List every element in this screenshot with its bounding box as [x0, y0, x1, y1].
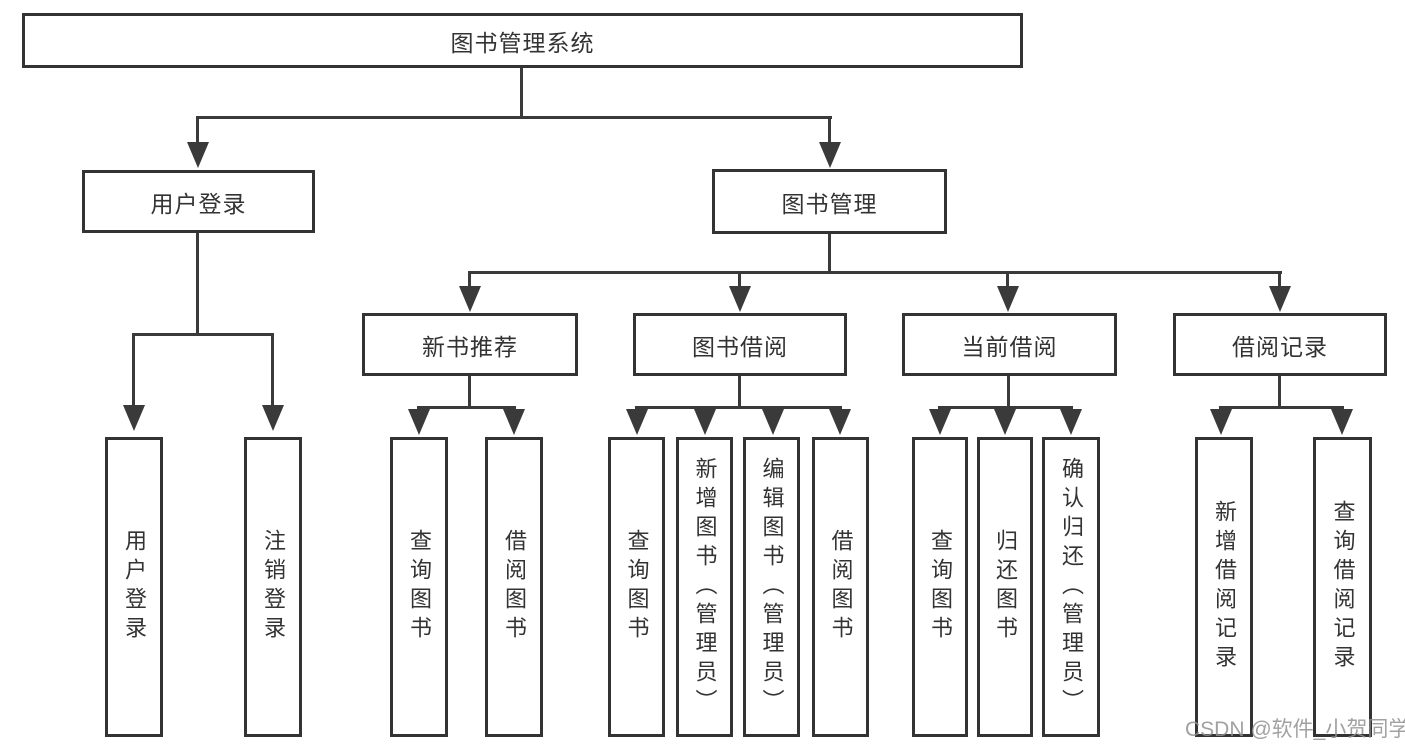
node-new-book-recommend: 新书推荐 — [362, 313, 578, 376]
arrowhead-g2-query — [408, 409, 430, 435]
arrowhead-g3-add — [694, 409, 716, 435]
leaf-query-borrow-record-label: 查询借阅记录 — [1330, 500, 1356, 674]
connector-user-login-drop — [196, 116, 199, 146]
leaf-borrow-books-recommend: 借阅图书 — [485, 437, 543, 737]
leaf-query-books-recommend: 查询图书 — [390, 437, 448, 737]
leaf-borrow-books-recommend-label: 借阅图书 — [502, 529, 527, 645]
arrowhead-book-borrow — [729, 286, 751, 312]
node-current-borrow-label: 当前借阅 — [961, 333, 1058, 360]
leaf-confirm-return-admin: 确认归还（管理员） — [1042, 437, 1100, 737]
node-current-borrow: 当前借阅 — [902, 313, 1117, 376]
arrowhead-borrow-records — [1269, 286, 1291, 312]
leaf-add-borrow-record: 新增借阅记录 — [1195, 437, 1253, 737]
arrowhead-g4-return — [994, 409, 1016, 435]
node-book-borrow: 图书借阅 — [633, 313, 847, 376]
node-root: 图书管理系统 — [22, 13, 1023, 68]
node-book-management: 图书管理 — [712, 169, 947, 234]
connector-borrow-records-stub — [1278, 376, 1281, 408]
leaf-query-books-borrow: 查询图书 — [608, 437, 665, 737]
node-book-borrow-label: 图书借阅 — [692, 333, 788, 360]
connector-book-mgmt-drop — [828, 116, 831, 146]
connector-user-login-hline — [133, 333, 274, 336]
leaf-query-books-current: 查询图书 — [912, 437, 968, 737]
connector-new-book-stub — [468, 376, 471, 408]
connector-book-mgmt-stub — [828, 234, 831, 273]
leaf-query-books-recommend-label: 查询图书 — [407, 529, 432, 645]
connector-current-borrow-stub — [1007, 376, 1010, 408]
arrowhead-g3-borrow — [829, 409, 851, 435]
leaf-query-books-current-label: 查询图书 — [928, 529, 953, 645]
node-root-label: 图书管理系统 — [450, 29, 595, 56]
arrowhead-leaf-login — [123, 405, 145, 431]
csdn-watermark: CSDN @软件_小贺同学 — [1185, 718, 1405, 741]
connector-borrow-records-drop — [1278, 271, 1281, 291]
leaf-confirm-return-admin-label: 确认归还（管理员） — [1059, 456, 1084, 718]
connector-user-login-stub — [196, 233, 199, 335]
connector-leaf-logout-drop — [271, 333, 274, 407]
connector-book-borrow-hline — [635, 406, 842, 409]
arrowhead-g5-query — [1331, 409, 1353, 435]
arrowhead-g2-borrow — [503, 409, 525, 435]
leaf-logout: 注销登录 — [244, 437, 302, 737]
arrowhead-current-borrow — [997, 286, 1019, 312]
node-user-login: 用户登录 — [82, 170, 315, 233]
connector-current-borrow-drop — [1006, 271, 1009, 291]
leaf-add-book-admin-label: 新增图书（管理员） — [692, 456, 718, 718]
leaf-query-borrow-record: 查询借阅记录 — [1313, 437, 1372, 737]
node-book-management-label: 图书管理 — [781, 190, 878, 217]
arrowhead-g4-confirm — [1060, 409, 1082, 435]
connector-book-borrow-stub — [738, 376, 741, 408]
connector-book-borrow-drop — [738, 271, 741, 291]
leaf-logout-label: 注销登录 — [261, 529, 286, 645]
connector-root-stub — [520, 68, 523, 118]
arrowhead-g3-edit — [762, 409, 784, 435]
leaf-add-book-admin: 新增图书（管理员） — [676, 437, 733, 737]
leaf-borrow-books-label: 借阅图书 — [828, 529, 854, 645]
connector-current-borrow-hline — [938, 406, 1073, 409]
connector-level1-hline — [197, 116, 832, 119]
connector-new-book-hline — [417, 406, 516, 409]
leaf-user-login: 用户登录 — [105, 437, 163, 737]
arrowhead-new-book — [459, 286, 481, 312]
arrowhead-g5-add — [1210, 409, 1232, 435]
leaf-query-books-borrow-label: 查询图书 — [624, 529, 650, 645]
node-user-login-label: 用户登录 — [150, 190, 247, 217]
connector-level2-hline — [469, 271, 1282, 274]
connector-leaf-login-drop — [132, 333, 135, 407]
arrowhead-user-login — [187, 142, 209, 168]
leaf-return-book: 归还图书 — [977, 437, 1033, 737]
leaf-borrow-books: 借阅图书 — [812, 437, 869, 737]
leaf-edit-book-admin: 编辑图书（管理员） — [743, 437, 800, 737]
leaf-return-book-label: 归还图书 — [993, 529, 1018, 645]
leaf-edit-book-admin-label: 编辑图书（管理员） — [759, 456, 785, 718]
leaf-add-borrow-record-label: 新增借阅记录 — [1212, 500, 1237, 674]
connector-new-book-drop — [468, 271, 471, 291]
node-borrow-records: 借阅记录 — [1173, 313, 1387, 376]
arrowhead-book-mgmt — [819, 142, 841, 168]
arrowhead-g3-query — [626, 409, 648, 435]
connector-borrow-records-hline — [1219, 406, 1344, 409]
leaf-user-login-label: 用户登录 — [122, 529, 147, 645]
arrowhead-leaf-logout — [262, 405, 284, 431]
node-borrow-records-label: 借阅记录 — [1232, 333, 1328, 360]
node-new-book-recommend-label: 新书推荐 — [422, 333, 518, 360]
arrowhead-g4-query — [929, 409, 951, 435]
